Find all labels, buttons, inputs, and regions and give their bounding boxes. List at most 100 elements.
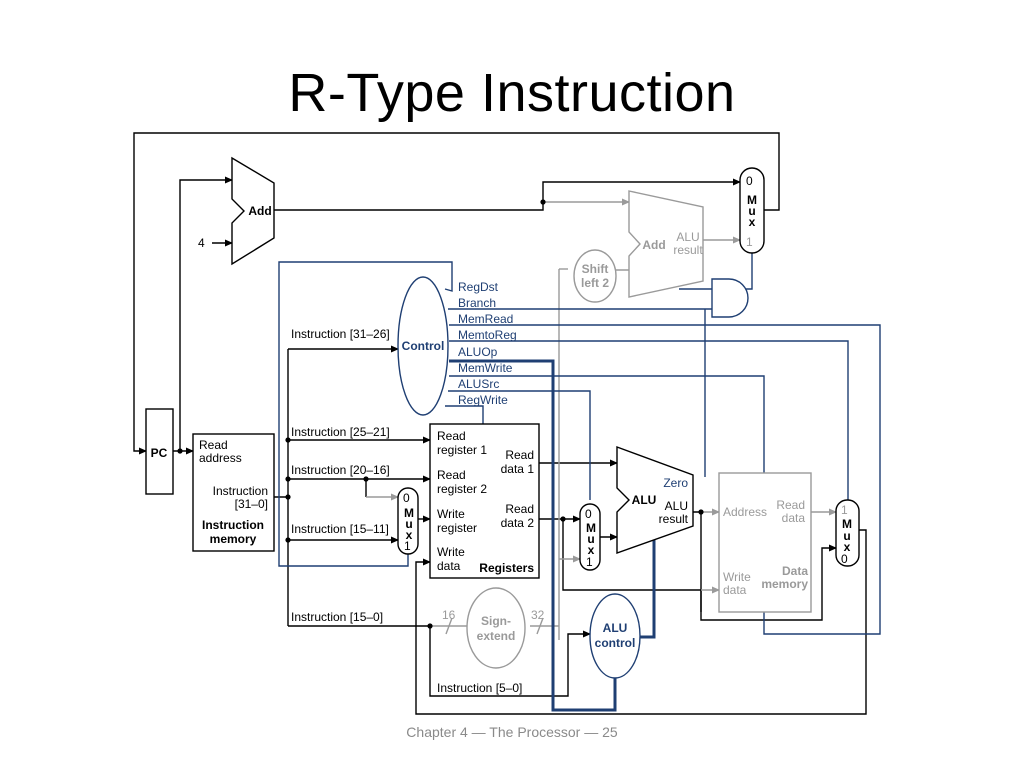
mux-letter: u [748, 204, 755, 218]
dm-name-2: memory [761, 577, 808, 591]
sign-extend-label-2: extend [477, 629, 516, 643]
alu-label: ALU [632, 493, 657, 507]
mux-1-label: 1 [841, 503, 848, 517]
read-data1-label-2: data 1 [501, 462, 535, 476]
write-reg-label: Write [437, 507, 465, 521]
alusrc-mux: 0 M u x 1 [579, 503, 601, 571]
field-25-21: Instruction [25–21] [291, 425, 390, 439]
field-5-0: Instruction [5–0] [437, 681, 522, 695]
read-data2-label: Read [505, 502, 534, 516]
signal-branch: Branch [458, 296, 496, 310]
mux-0-label: 0 [746, 174, 753, 188]
write-data-label: Write [437, 545, 465, 559]
field-31-26: Instruction [31–26] [291, 327, 390, 341]
branch-add-label: Add [642, 238, 665, 252]
read-data2-label-2: data 2 [501, 516, 535, 530]
inactive-wires [366, 198, 837, 640]
active-wires [133, 132, 867, 715]
shift-label: Shift [582, 262, 609, 276]
pc-adder: Add [231, 156, 275, 266]
field-15-11: Instruction [15–11] [291, 522, 389, 536]
pc-source-mux: 0 M u x 1 [739, 167, 765, 254]
control-unit: Control [397, 276, 449, 416]
signal-memread: MemRead [458, 312, 513, 326]
alu-control-label-2: control [595, 636, 636, 650]
mux-0-label: 0 [403, 491, 410, 505]
sign-extend: Sign- extend [466, 587, 526, 669]
read-reg2-label-2: register 2 [437, 482, 487, 496]
registers-name: Registers [479, 561, 534, 575]
memtoreg-mux: 1 M u x 0 [835, 499, 860, 567]
signal-alusrc: ALUSrc [458, 377, 499, 391]
constant-four: 4 [198, 236, 205, 250]
alu-control-label: ALU [603, 621, 628, 635]
dm-write-data-label: Write [723, 570, 751, 584]
field-20-16: Instruction [20–16] [291, 463, 390, 477]
signal-memwrite: MemWrite [458, 361, 513, 375]
pc-label: PC [151, 446, 168, 460]
dm-write-data-label-2: data [723, 583, 747, 597]
mux-1-label: 1 [404, 539, 411, 553]
mux-letter: x [749, 215, 756, 229]
read-data1-label: Read [505, 448, 534, 462]
mux-letter: u [587, 532, 594, 546]
branch-adder: Add ALU result [628, 190, 704, 298]
data-memory: Address Read data Write data Data memory [718, 472, 812, 613]
shift-left-2: Shift left 2 [573, 249, 617, 303]
slide-title: R-Type Instruction [288, 63, 736, 123]
branch-result-label: result [673, 243, 703, 257]
field-15-0: Instruction [15–0] [291, 610, 383, 624]
control-signal-labels: RegDst Branch MemRead MemtoReg ALUOp Mem… [458, 280, 517, 407]
signal-regwrite: RegWrite [458, 393, 508, 407]
branch-alu-label: ALU [676, 230, 699, 244]
register-file: Read register 1 Read register 2 Write re… [429, 423, 540, 579]
mux-letter: M [747, 193, 757, 207]
alu-result-label-2: result [659, 512, 689, 526]
add-label: Add [248, 204, 271, 218]
pc-register: PC [145, 408, 174, 495]
regdst-mux: 0 M u x 1 [397, 487, 419, 555]
read-address-label: Read [199, 438, 228, 452]
mux-letter: M [404, 506, 414, 520]
mux-1-label: 1 [586, 555, 593, 569]
bits-16-label: 16 [442, 608, 456, 622]
mux-letter: x [844, 540, 851, 554]
dm-read-data-label-2: data [782, 511, 806, 525]
instruction-field-labels: Instruction [31–26] Instruction [25–21] … [291, 327, 522, 695]
and-gate [711, 278, 749, 318]
junction-dots [177, 199, 704, 629]
mux-letter: u [843, 529, 850, 543]
instruction-memory: Read address Instruction [31–0] Instruct… [192, 433, 275, 552]
read-address-label-2: address [199, 451, 242, 465]
dm-address-label: Address [723, 505, 767, 519]
shift-label-2: left 2 [581, 276, 609, 290]
instruction-out-label: Instruction [213, 484, 268, 498]
read-reg1-label: Read [437, 429, 466, 443]
mux-1-label: 1 [746, 235, 753, 249]
signal-regdst: RegDst [458, 280, 499, 294]
write-data-label-2: data [437, 559, 461, 573]
bits-32-label: 32 [531, 608, 545, 622]
mux-letter: M [586, 521, 596, 535]
mux-letter: x [588, 543, 595, 557]
alu: ALU Zero ALU result [616, 445, 694, 554]
dm-read-data-label: Read [776, 498, 805, 512]
alu-result-label: ALU [665, 499, 688, 513]
control-wires [278, 249, 881, 712]
alu-control: ALU control [589, 593, 641, 679]
signal-aluop: ALUOp [458, 345, 498, 359]
slide-footer: Chapter 4 — The Processor — 25 [406, 724, 618, 740]
dm-name: Data [782, 564, 808, 578]
instr-mem-name-2: memory [210, 532, 257, 546]
mux-letter: u [405, 517, 412, 531]
instr-mem-name: Instruction [202, 518, 264, 532]
read-reg2-label: Read [437, 468, 466, 482]
signal-memtoreg: MemtoReg [458, 328, 517, 342]
alu-zero-label: Zero [663, 476, 688, 490]
mux-letter: M [842, 517, 852, 531]
mux-letter: x [406, 528, 413, 542]
control-label: Control [402, 339, 445, 353]
mux-0-label: 0 [585, 507, 592, 521]
mux-0-label: 0 [841, 552, 848, 566]
